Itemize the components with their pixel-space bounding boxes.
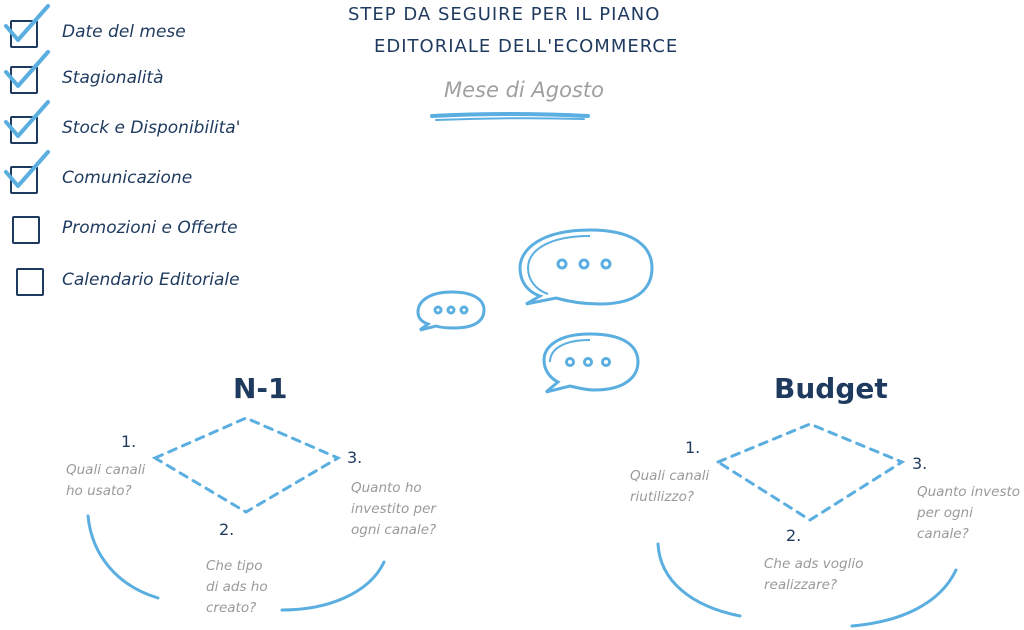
diagram-title-right: Budget [774,372,888,405]
step-number: 3. [347,448,363,467]
left-arc-2 [280,560,386,612]
step-question: Quali canali riutilizzo? [630,468,710,505]
step-question: Quanto ho investito per ogni canale? [351,480,437,538]
page-title-line-2: EDITORIALE DELL'ECOMMERCE [374,36,679,57]
checklist-item-stagionalita[interactable]: Stagionalità [0,50,300,100]
checklist-label: Calendario Editoriale [62,270,240,290]
checkbox[interactable] [16,268,44,296]
checklist-label: Date del mese [62,22,186,42]
right-arc-1 [656,542,742,618]
checkmark-icon [4,150,50,188]
step-question: Quali canali ho usato? [66,462,146,499]
checklist-label: Stagionalità [62,68,164,88]
checklist-item-stock[interactable]: Stock e Disponibilita' [0,100,300,150]
checklist-label: Comunicazione [62,168,193,188]
speech-bubble-icon [416,290,486,332]
checklist-label: Promozioni e Offerte [62,218,238,238]
step-number: 3. [912,454,928,473]
step-question: Che ads voglio realizzare? [764,556,864,593]
page-title-line-1: STEP DA SEGUIRE PER IL PIANO [348,4,661,25]
checkmark-icon [4,50,50,88]
step-question: Quanto investo per ogni canale? [917,484,1021,542]
checklist-label: Stock e Disponibilita' [62,118,241,138]
step-number: 2. [219,520,235,539]
checkbox[interactable] [12,216,40,244]
speech-bubble-icon [542,332,640,394]
checklist-item-calendario[interactable]: Calendario Editoriale [0,262,300,302]
step-number: 1. [121,432,137,451]
speech-bubble-icon [518,228,654,306]
checklist-item-comunicazione[interactable]: Comunicazione [0,150,300,200]
right-diamond [714,422,906,522]
diagram-title-left: N-1 [233,372,288,405]
left-diamond [151,416,342,514]
page-subtitle: Mese di Agosto [444,78,604,102]
right-arc-2 [850,568,958,628]
checklist-item-date-del-mese[interactable]: Date del mese [0,4,300,54]
checklist-item-promozioni[interactable]: Promozioni e Offerte [0,210,300,250]
left-arc-1 [86,514,160,600]
step-question: Che tipo di ads ho creato? [206,558,268,616]
checkmark-icon [4,100,50,138]
step-number: 2. [786,526,802,545]
step-number: 1. [685,438,701,457]
checkmark-icon [4,4,50,42]
